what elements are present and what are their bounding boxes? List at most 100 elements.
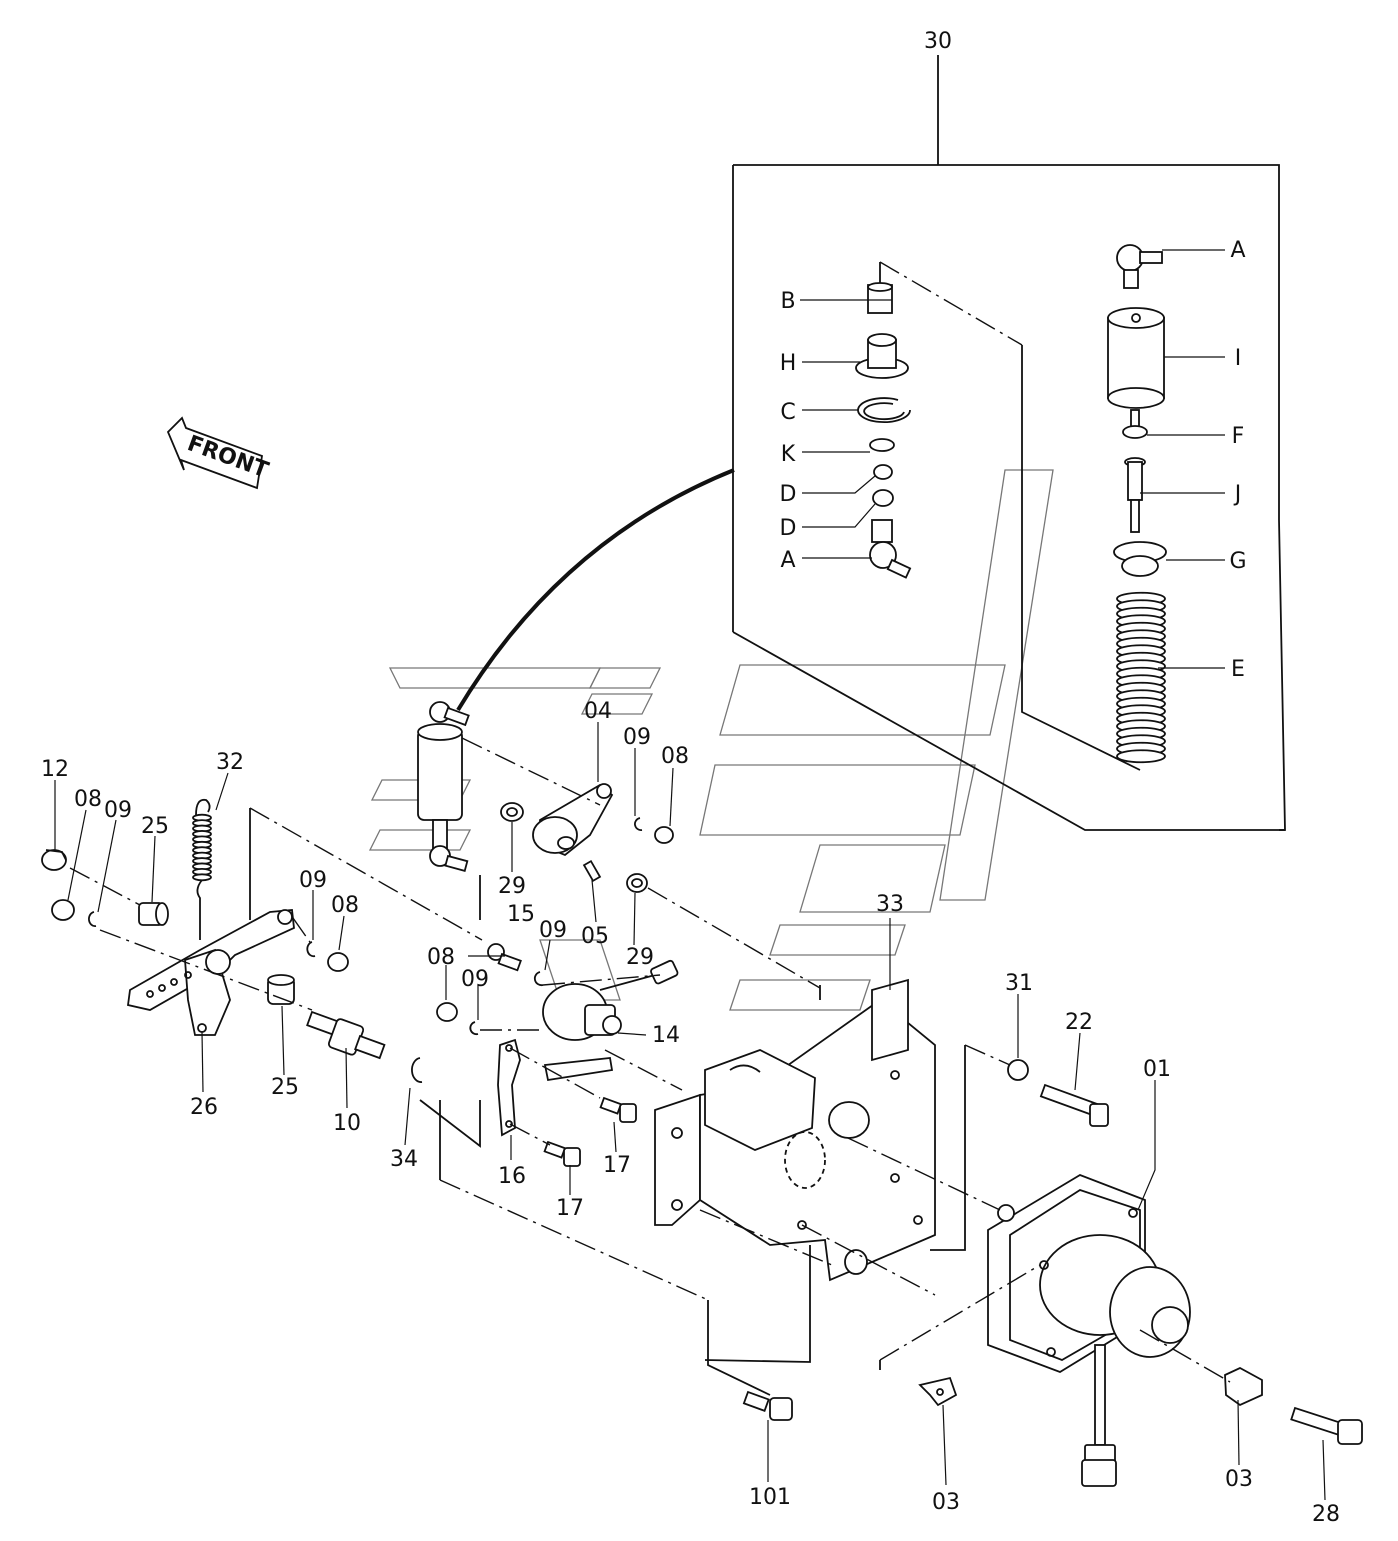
bolt-17-b bbox=[543, 1140, 581, 1167]
clip-29-a bbox=[500, 802, 524, 822]
spring-E bbox=[1116, 591, 1166, 764]
sensor-14 bbox=[542, 959, 679, 1082]
label-H: H bbox=[780, 351, 797, 376]
label-15: 15 bbox=[507, 902, 535, 927]
label-32: 32 bbox=[216, 750, 244, 775]
label-29-a: 29 bbox=[498, 874, 526, 899]
label-J: J bbox=[1233, 482, 1242, 507]
label-25-a: 25 bbox=[141, 814, 169, 839]
label-22: 22 bbox=[1065, 1010, 1093, 1035]
nut-D1 bbox=[873, 464, 893, 480]
watermark-logo bbox=[368, 469, 1054, 1011]
label-29-b: 29 bbox=[626, 945, 654, 970]
ring-09-a bbox=[634, 817, 643, 831]
spacer-25-a bbox=[138, 902, 169, 926]
clamp-03-b bbox=[1224, 1366, 1263, 1407]
bushing-H bbox=[855, 333, 909, 379]
label-26: 26 bbox=[190, 1095, 218, 1120]
label-D2: D bbox=[780, 516, 797, 541]
plate-16 bbox=[497, 1038, 521, 1137]
nut-08-b bbox=[51, 899, 75, 921]
nut-08-d bbox=[436, 1002, 458, 1022]
motor-01 bbox=[987, 1174, 1191, 1487]
ring-09-d bbox=[469, 1021, 479, 1036]
clip-29-b bbox=[626, 873, 648, 893]
label-03-a: 03 bbox=[932, 1490, 960, 1515]
label-09-a: 09 bbox=[623, 725, 651, 750]
label-09-c: 09 bbox=[539, 918, 567, 943]
shaft-10 bbox=[306, 1010, 386, 1060]
snap-ring-C bbox=[857, 397, 911, 424]
label-09-d: 09 bbox=[461, 967, 489, 992]
label-08-a: 08 bbox=[661, 744, 689, 769]
ring-09-b bbox=[88, 911, 97, 927]
label-D1: D bbox=[780, 482, 797, 507]
lever-26 bbox=[126, 909, 295, 1036]
label-16: 16 bbox=[498, 1164, 526, 1189]
label-09-b: 09 bbox=[104, 798, 132, 823]
ring-09-c bbox=[533, 971, 544, 987]
label-10: 10 bbox=[333, 1111, 361, 1136]
key-05 bbox=[582, 859, 602, 883]
retainer-G bbox=[1113, 541, 1167, 577]
bushing-B bbox=[867, 282, 893, 314]
label-B: B bbox=[780, 289, 795, 314]
label-17-b: 17 bbox=[556, 1196, 584, 1221]
label-03-b: 03 bbox=[1225, 1467, 1253, 1492]
bolt-28 bbox=[1290, 1406, 1363, 1445]
nut-31 bbox=[1007, 1059, 1029, 1081]
label-G: G bbox=[1229, 549, 1246, 574]
label-09-e: 09 bbox=[299, 868, 327, 893]
label-A-low: A bbox=[780, 548, 795, 573]
bolt-17-a bbox=[599, 1096, 637, 1123]
spacer-25-b bbox=[267, 974, 295, 1005]
bolt-101 bbox=[742, 1390, 793, 1421]
pin-J bbox=[1124, 457, 1146, 533]
label-25-b: 25 bbox=[271, 1075, 299, 1100]
label-A-top: A bbox=[1230, 238, 1245, 263]
label-04: 04 bbox=[584, 699, 612, 724]
label-33: 33 bbox=[876, 892, 904, 917]
lever-04 bbox=[532, 783, 614, 857]
label-K: K bbox=[781, 442, 796, 467]
ring-09-e bbox=[306, 941, 316, 958]
washer-K bbox=[869, 438, 895, 452]
label-101: 101 bbox=[749, 1485, 791, 1510]
label-08-c: 08 bbox=[331, 893, 359, 918]
ball-joint-A-top bbox=[1116, 244, 1163, 289]
label-08-b: 08 bbox=[74, 787, 102, 812]
control-cable bbox=[456, 468, 735, 712]
cable-actuator bbox=[417, 701, 470, 872]
label-30: 30 bbox=[924, 29, 952, 54]
label-34: 34 bbox=[390, 1147, 418, 1172]
bolt-15 bbox=[487, 943, 522, 972]
label-05: 05 bbox=[581, 924, 609, 949]
label-C: C bbox=[780, 400, 795, 425]
kit-30-frame bbox=[732, 55, 1286, 831]
label-12: 12 bbox=[41, 757, 69, 782]
housing-I bbox=[1107, 307, 1165, 409]
front-arrow: FRONT bbox=[166, 416, 272, 490]
assembly-brackets bbox=[249, 808, 966, 1396]
label-28: 28 bbox=[1312, 1502, 1340, 1527]
label-I: I bbox=[1235, 346, 1242, 371]
spring-32 bbox=[192, 798, 212, 940]
ring-34 bbox=[411, 1057, 423, 1083]
clamp-03-a bbox=[918, 1376, 958, 1407]
label-F: F bbox=[1232, 424, 1245, 449]
callout-labels: 30 A B H I C K F D J D A G E 04 09 08 12… bbox=[41, 29, 1340, 1527]
label-17-a: 17 bbox=[603, 1153, 631, 1178]
leader-lines bbox=[54, 249, 1326, 1501]
label-14: 14 bbox=[652, 1023, 680, 1048]
clip-12 bbox=[41, 849, 67, 871]
nut-D2 bbox=[872, 489, 894, 507]
bracket-33 bbox=[654, 978, 936, 1282]
label-31: 31 bbox=[1005, 971, 1033, 996]
screw-F bbox=[1122, 409, 1148, 439]
nut-08-e bbox=[327, 952, 349, 972]
label-08-d: 08 bbox=[427, 945, 455, 970]
ball-joint-A-low bbox=[869, 519, 912, 579]
bolt-22 bbox=[1039, 1083, 1109, 1127]
label-01: 01 bbox=[1143, 1057, 1171, 1082]
